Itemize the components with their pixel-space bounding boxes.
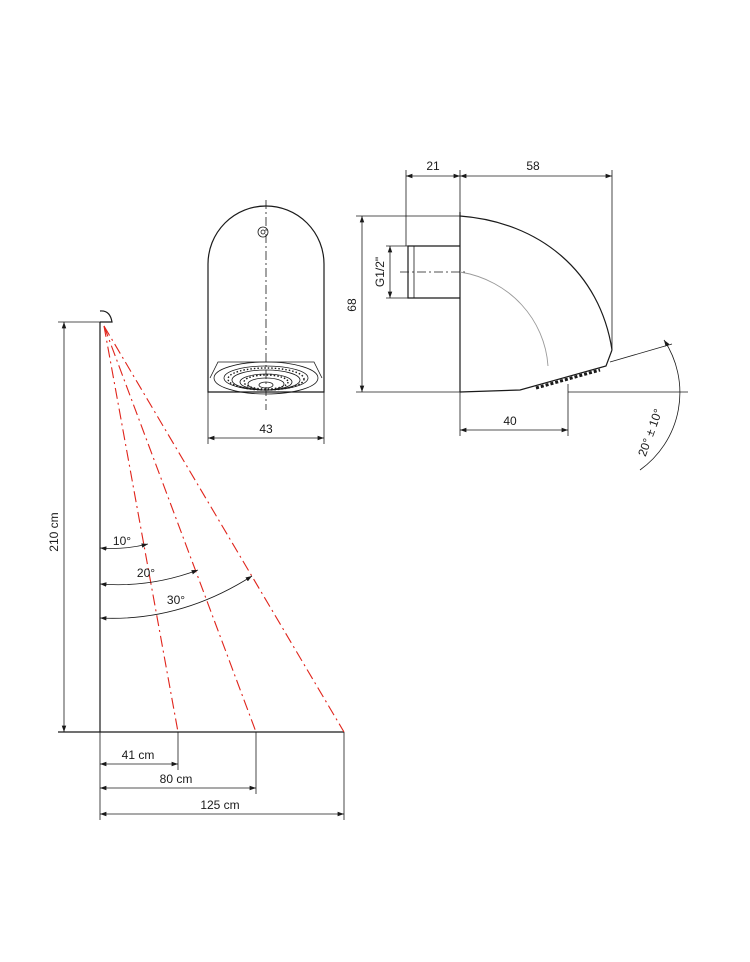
distance-label-125: 125 cm xyxy=(200,798,239,812)
front-view: 43 xyxy=(207,200,325,444)
dim-label-21: 21 xyxy=(426,159,440,173)
front-view-body xyxy=(207,205,325,393)
tilt-angle-label: 20° ± 10° xyxy=(635,407,665,459)
height-label: 210 cm xyxy=(47,512,61,551)
side-body-curve xyxy=(459,215,613,351)
side-view: 21 58 G1/2" 68 40 20° ± 10° xyxy=(345,159,688,471)
fixing-screw-inner xyxy=(260,229,266,235)
side-body-bottom xyxy=(459,349,613,393)
tilt-nozzle-line xyxy=(609,343,673,363)
nozzle-holes xyxy=(227,367,305,391)
tilt-angle-arc xyxy=(639,339,681,471)
angle-label-10: 10° xyxy=(113,534,131,548)
nozzle-center xyxy=(258,381,274,389)
spray-ray-20 xyxy=(103,325,257,733)
dim-label-40: 40 xyxy=(503,414,517,428)
spray-diagram: 210 cm 10° 20° 30° 41 cm 80 cm 125 cm xyxy=(47,310,345,820)
nozzle-ring-5 xyxy=(247,377,285,391)
dim-label-58: 58 xyxy=(526,159,540,173)
nozzle-outer-ring xyxy=(213,361,319,395)
front-width-label: 43 xyxy=(259,422,273,436)
angle-arc-10 xyxy=(99,543,149,551)
angle-arc-30 xyxy=(99,575,253,621)
spray-ray-30 xyxy=(103,325,345,733)
spray-ray-10 xyxy=(103,325,179,733)
dim-label-68: 68 xyxy=(345,298,359,312)
angle-label-30: 30° xyxy=(167,593,185,607)
side-nozzle-holes xyxy=(535,368,601,390)
distance-label-41: 41 cm xyxy=(122,748,155,762)
angle-label-20: 20° xyxy=(137,566,155,580)
distance-label-80: 80 cm xyxy=(160,772,193,786)
thread-label: G1/2" xyxy=(373,257,387,287)
shower-head-icon xyxy=(99,310,113,323)
internal-waterway-arc xyxy=(459,271,549,367)
fixing-screw-icon xyxy=(257,226,269,238)
